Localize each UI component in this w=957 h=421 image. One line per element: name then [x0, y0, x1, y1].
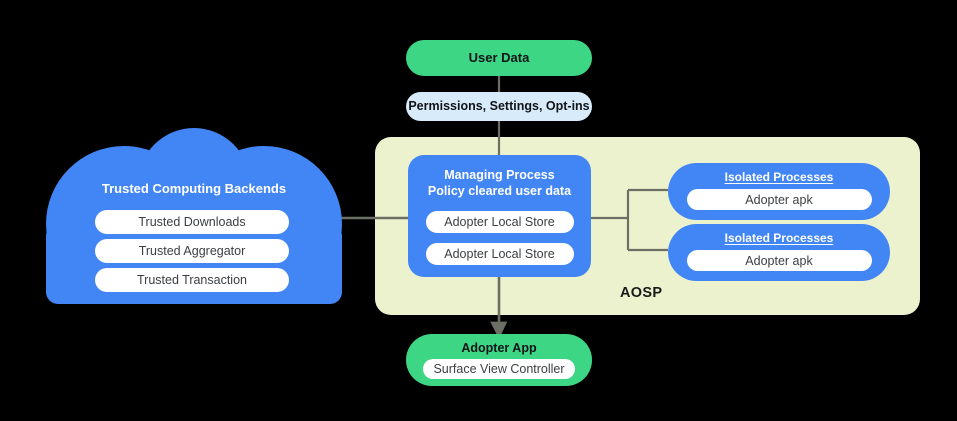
trusted-aggregator-label: Trusted Aggregator — [138, 244, 246, 258]
isolated-process-node-2[interactable]: Isolated Processes Adopter apk — [668, 224, 890, 281]
trusted-downloads-label: Trusted Downloads — [138, 215, 246, 229]
trusted-transaction-pill[interactable]: Trusted Transaction — [95, 268, 289, 292]
surface-view-controller-pill[interactable]: Surface View Controller — [423, 359, 575, 379]
adopter-app-node[interactable]: Adopter App Surface View Controller — [406, 334, 592, 386]
adopter-apk-2[interactable]: Adopter apk — [686, 250, 872, 271]
isolated-process-node-1[interactable]: Isolated Processes Adopter apk — [668, 163, 890, 220]
adopter-local-store-2-label: Adopter Local Store — [444, 247, 555, 262]
trusted-computing-backends-cloud[interactable]: Trusted Computing Backends Trusted Downl… — [38, 128, 350, 306]
managing-process-title: Managing Process Policy cleared user dat… — [428, 168, 571, 199]
adopter-apk-1-label: Adopter apk — [745, 192, 813, 207]
adopter-app-title: Adopter App — [461, 341, 537, 355]
trusted-aggregator-pill[interactable]: Trusted Aggregator — [95, 239, 289, 263]
user-data-label: User Data — [468, 49, 530, 65]
isolated-process-2-title[interactable]: Isolated Processes — [724, 231, 834, 245]
surface-view-controller-label: Surface View Controller — [433, 362, 565, 376]
aosp-label: AOSP — [620, 285, 663, 301]
cloud-title: Trusted Computing Backends — [101, 181, 287, 196]
managing-process-node[interactable]: Managing Process Policy cleared user dat… — [408, 155, 591, 277]
managing-process-title-line1: Managing Process — [444, 168, 555, 182]
adopter-local-store-1-label: Adopter Local Store — [444, 215, 555, 230]
permissions-settings-optins-node[interactable]: Permissions, Settings, Opt-ins — [406, 92, 592, 121]
isolated-process-1-title[interactable]: Isolated Processes — [724, 170, 834, 184]
adopter-apk-2-label: Adopter apk — [745, 253, 813, 268]
adopter-local-store-1[interactable]: Adopter Local Store — [425, 211, 574, 234]
adopter-apk-1[interactable]: Adopter apk — [686, 189, 872, 210]
permissions-label: Permissions, Settings, Opt-ins — [408, 99, 590, 114]
trusted-transaction-label: Trusted Transaction — [136, 273, 247, 287]
user-data-node[interactable]: User Data — [406, 40, 592, 76]
trusted-downloads-pill[interactable]: Trusted Downloads — [95, 210, 289, 234]
adopter-local-store-2[interactable]: Adopter Local Store — [425, 243, 574, 266]
managing-process-title-line2: Policy cleared user data — [427, 183, 572, 198]
